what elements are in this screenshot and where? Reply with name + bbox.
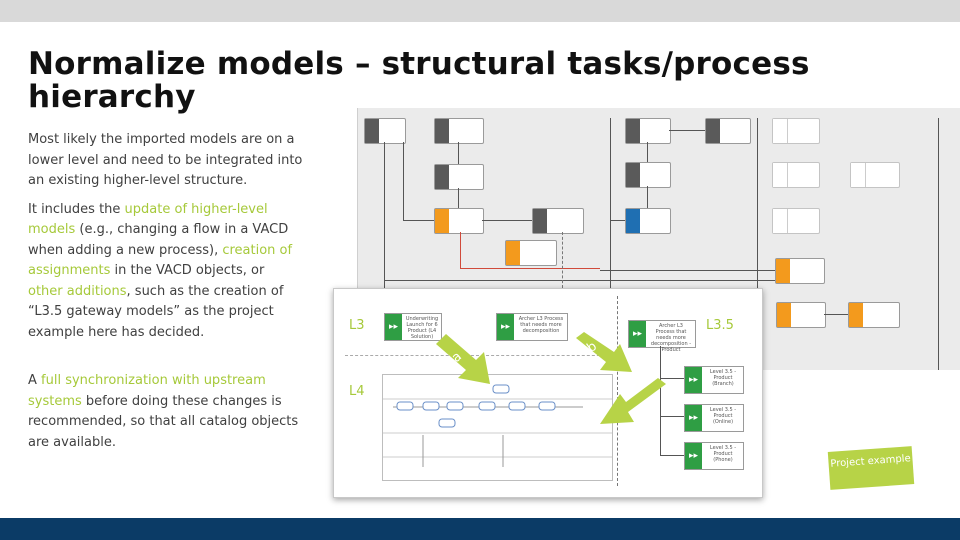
highlight-creation-assignments: creation of assignments [28,242,293,279]
double-arrow-icon: ▸▸ [685,367,702,393]
diagram-connector [938,118,939,370]
l35-connector [660,455,684,456]
text: in the VACD objects, or [110,263,265,278]
diagram-node [505,240,557,266]
panel-divider [617,296,618,486]
l35-connector [660,346,661,456]
diagram-node [532,208,584,234]
slide-title: Normalize models – structural tasks/proc… [28,46,810,115]
diagram-connector [600,270,775,271]
diagram-node [434,208,484,234]
diagram-connector [482,220,532,221]
double-arrow-icon: ▸▸ [497,314,514,340]
double-arrow-icon: ▸▸ [385,314,402,340]
l3-process-box: ▸▸ Archer L3 Process that needs more dec… [496,313,568,341]
arrow-b-icon [576,332,632,372]
level-separator [345,355,615,356]
diagram-connector [647,142,648,162]
box-label: Level 3.5 - Product (Branch) [709,369,737,387]
diagram-node [625,118,671,144]
diagram-connector [403,142,404,220]
diagram-node [772,118,820,144]
l35-item-box: ▸▸ Level 3.5 - Product (Phone) [684,442,744,470]
footer-bar [0,518,960,540]
slide-body: Most likely the imported models are on a… [28,130,303,461]
paragraph-sync: A full synchronization with upstream sys… [28,371,303,453]
highlight-full-sync: full synchronization with upstream syste… [28,373,266,409]
diagram-connector [610,118,611,370]
level-label-l3: L3 [349,318,365,333]
diagram-node [625,162,671,188]
double-arrow-icon: ▸▸ [685,405,702,431]
diagram-node [434,118,484,144]
text: A [28,373,42,388]
level-label-l35: L3.5 [706,318,734,333]
diagram-connector [458,142,459,164]
paragraph-includes: It includes the update of higher-level m… [28,200,303,344]
top-bar [0,0,960,22]
diagram-connector [824,314,848,315]
project-example-sticky-note: Project example [827,446,915,490]
diagram-connector [610,220,625,221]
l35-item-box: ▸▸ Level 3.5 - Product (Online) [684,404,744,432]
arrow-a-icon [436,334,490,384]
diagram-connector [458,188,459,208]
diagram-node [772,208,820,234]
level-label-l4: L4 [349,384,365,399]
arrow-c-icon [600,378,666,424]
diagram-node [850,162,900,188]
diagram-node [772,162,820,188]
double-arrow-icon: ▸▸ [629,321,646,347]
diagram-connector [647,186,648,208]
diagram-connector [384,142,385,370]
l35-connector [660,378,684,379]
l35-item-box: ▸▸ Level 3.5 - Product (Branch) [684,366,744,394]
highlight-other-additions: other additions [28,283,127,299]
box-label: Archer L3 Process that needs more decomp… [518,316,564,334]
l35-connector [660,416,684,417]
diagram-node [434,164,484,190]
diagram-node [848,302,900,328]
diagram-node [705,118,751,144]
text: (e.g., changing a flow in a VACD when ad… [28,222,289,258]
l3-process-box: ▸▸ Underwriting Launch for 6 Product (L4… [384,313,442,341]
diagram-node [364,118,406,144]
l35-gateway-box: ▸▸ Archer L3 Process that needs more dec… [628,320,696,353]
l4-process-model [382,374,613,481]
diagram-node [776,302,826,328]
diagram-connector [460,268,600,269]
diagram-connector [384,280,775,281]
box-label: Level 3.5 - Product (Phone) [709,445,737,463]
box-label: Archer L3 Process that needs more decomp… [650,323,692,353]
diagram-connector [669,130,705,131]
text: before doing these changes is recommende… [28,393,299,450]
l4-flow-diagram [383,384,612,467]
box-label: Underwriting Launch for 6 Product (L4 So… [405,316,439,340]
highlight-update-models: update of higher-level models [28,201,268,238]
paragraph-intro: Most likely the imported models are on a… [28,132,303,188]
box-label: Level 3.5 - Product (Online) [709,407,737,425]
text: , such as the creation of “L3.5 gateway … [28,283,284,340]
diagram-connector [757,118,758,370]
text: It includes the [28,201,125,217]
diagram-connector [562,232,563,288]
diagram-connector [460,232,461,268]
diagram-connector [403,220,434,221]
double-arrow-icon: ▸▸ [685,443,702,469]
diagram-node [775,258,825,284]
diagram-node [625,208,671,234]
